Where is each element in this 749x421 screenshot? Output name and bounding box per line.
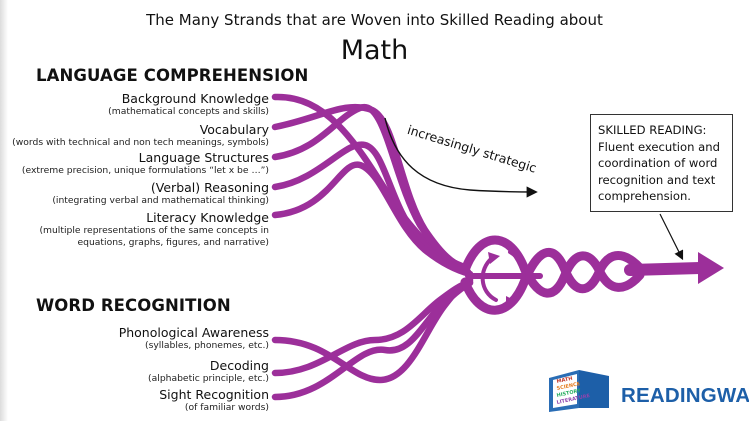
strand-label-background-knowledge: Background Knowledge (mathematical conce… [108, 91, 269, 118]
item-label: Language Structures [138, 150, 269, 165]
item-label: Phonological Awareness [118, 325, 269, 340]
item-detail: (of familiar words) [184, 402, 269, 413]
braid-curl-right [508, 250, 526, 302]
strand-label-phonological-awareness: Phonological Awareness (syllables, phone… [119, 325, 269, 352]
item-detail: (extreme precision, unique formulations … [21, 165, 269, 176]
braid-curl-arrow-left [488, 252, 500, 264]
rope-braid-b [460, 247, 645, 315]
item-detail: (words with technical and non tech meani… [12, 137, 269, 148]
strand-decoding [271, 278, 474, 377]
item-detail: (alphabetic principle, etc.) [148, 373, 269, 384]
strategic-arrow [384, 117, 538, 198]
rope-tail [624, 262, 706, 276]
rope-arrowhead [698, 252, 724, 284]
strand-label-literacy-knowledge: Literacy Knowledge (multiple representat… [39, 210, 269, 249]
item-detail: (integrating verbal and mathematical thi… [52, 195, 269, 206]
strand-label-sight-recognition: Sight Recognition (of familiar words) [159, 387, 269, 414]
item-detail-continued: equations, graphs, figures, and narrativ… [77, 237, 270, 248]
strand-literacy-knowledge [271, 161, 474, 278]
item-label: (Verbal) Reasoning [150, 180, 269, 195]
strand-label-language-structures: Language Structures (extreme precision, … [22, 150, 269, 177]
strand-label-vocabulary: Vocabulary (words with technical and non… [12, 122, 269, 149]
item-label: Vocabulary [199, 122, 269, 137]
readingways-logo: MATH SCIENCE HISTORY LITERATURE READINGW… [545, 364, 749, 414]
svg-text:HISTORY: HISTORY [556, 388, 582, 399]
rope-braid-a [460, 235, 645, 298]
item-label: Sight Recognition [159, 387, 269, 402]
item-label: Literacy Knowledge [146, 210, 269, 225]
word-recognition-heading: WORD RECOGNITION [36, 296, 231, 315]
strand-sight-recognition [271, 279, 474, 401]
braid-curl-arrow-right [506, 296, 518, 308]
diagram-title: Math [340, 35, 409, 66]
diagram-subtitle: The Many Strands that are Woven into Ski… [146, 11, 603, 29]
callout-pointer [659, 213, 684, 261]
book-stack-icon: MATH SCIENCE HISTORY LITERATURE [549, 370, 609, 412]
braid-curl-left [480, 256, 498, 302]
item-detail: (mathematical concepts and skills) [108, 106, 269, 117]
svg-text:SCIENCE: SCIENCE [556, 381, 581, 392]
strand-label-verbal-reasoning: (Verbal) Reasoning (integrating verbal a… [52, 180, 269, 207]
item-detail: (syllables, phonemes, etc.) [145, 340, 269, 351]
item-label: Background Knowledge [121, 91, 269, 106]
strand-label-decoding: Decoding (alphabetic principle, etc.) [148, 358, 269, 385]
item-detail: (multiple representations of the same co… [39, 225, 269, 236]
logo-wordmark: READINGWAYS [621, 384, 749, 407]
svg-text:MATH: MATH [556, 376, 573, 385]
item-label: Decoding [209, 358, 269, 373]
strand-language-structures [271, 103, 470, 274]
language-comprehension-heading: LANGUAGE COMPREHENSION [36, 66, 309, 85]
skilled-reading-callout: SKILLED READING: Fluent execution and co… [590, 114, 733, 212]
page-edge-shadow [0, 0, 8, 421]
